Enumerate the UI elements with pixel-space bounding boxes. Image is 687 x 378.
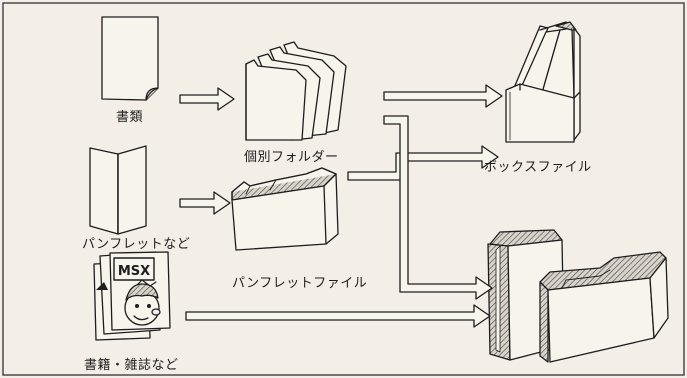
- label-documents: 書類: [116, 110, 144, 125]
- arrow-folder-to-storage: [383, 115, 493, 300]
- arrow-books-to-storage: [185, 304, 491, 328]
- magazine-cover-box: [113, 257, 155, 281]
- pamphlet-file-box-icon: [231, 167, 339, 251]
- magazine-box-icon: [505, 21, 581, 143]
- arrow-documents-to-folder: [179, 87, 235, 111]
- label-books-magazines: 書籍・雑誌など: [84, 358, 179, 373]
- label-pamphlet-file: パンフレットファイル: [232, 276, 368, 291]
- storage-box-pair-icon: [487, 229, 669, 363]
- arrow-pamphletfile-to-boxfile: [347, 145, 499, 181]
- pamphlet-icon: [89, 145, 147, 235]
- label-box-file: ボックスファイル: [484, 160, 592, 175]
- folder-stack-icon: [245, 41, 347, 141]
- magazine-stack-icon: [93, 251, 171, 341]
- label-pamphlets: パンフレットなど: [82, 237, 191, 252]
- magazine-cover-text: MSX: [118, 264, 150, 279]
- arrow-pamphlets-to-file: [179, 191, 231, 215]
- paper-sheet-icon: [101, 16, 159, 101]
- label-individual-folder: 個別フォルダー: [244, 150, 339, 165]
- arrow-folder-to-boxfile: [383, 84, 503, 108]
